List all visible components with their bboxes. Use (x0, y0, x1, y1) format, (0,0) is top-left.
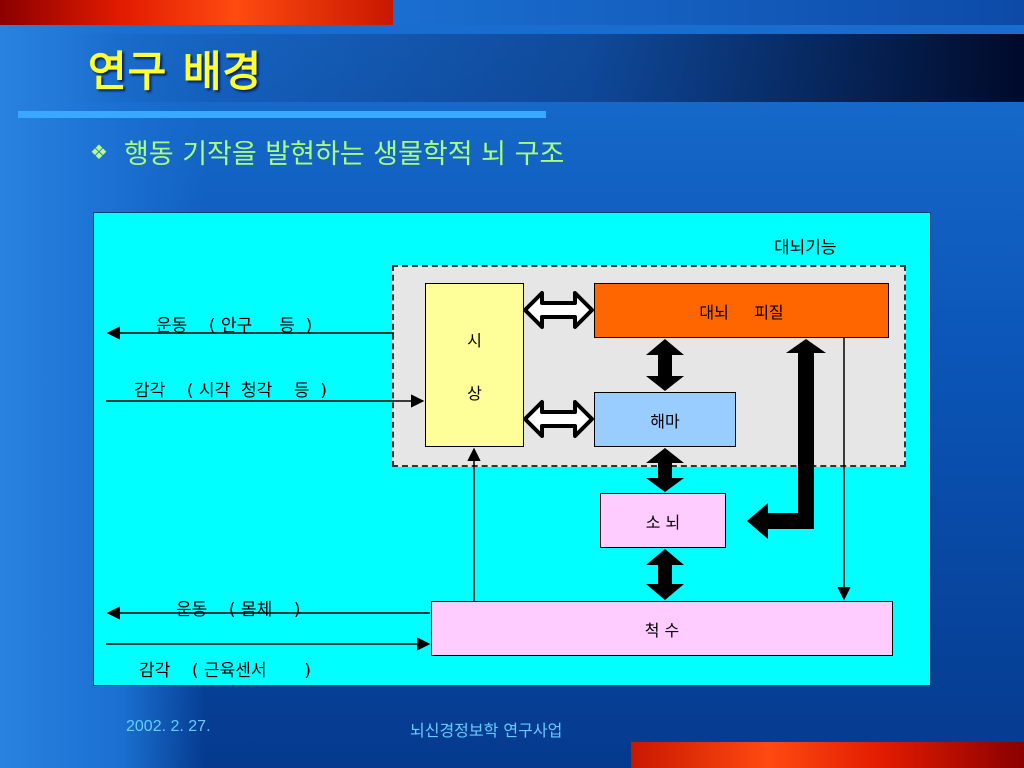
slide-subtitle: 행동 기작을 발현하는 생물학적 뇌 구조 (123, 139, 565, 170)
top-bar (393, 0, 1024, 25)
cerebral-cortex-label: 대뇌 피질 (699, 302, 784, 322)
motor-eye-label: 운동 ( 안구 등 ) (156, 316, 313, 336)
thalamus-hippocampus-double-arrow (523, 400, 594, 438)
hippocampus-box: 해마 (594, 392, 736, 447)
cerebellum-box: 소 뇌 (600, 493, 726, 548)
sense-visual-label: 감각 ( 시각 청각 등 ) (134, 381, 327, 401)
thalamus-label-2: 상 (467, 383, 482, 403)
thalamus-cortex-double-arrow (523, 291, 594, 329)
title-underline (18, 111, 546, 118)
sense-muscle-label: 감각 ( 근육센서 ) (139, 661, 311, 681)
subtitle-row: ❖ 행동 기작을 발현하는 생물학적 뇌 구조 (90, 132, 564, 171)
footer-organization: 뇌신경정보학 연구사업 (410, 721, 563, 740)
footer-date: 2002. 2. 27. (126, 718, 211, 735)
spinal-cord-box: 척 수 (431, 601, 893, 656)
cerebellum-spinal-double-arrow (646, 549, 684, 600)
hippocampus-label: 해마 (650, 411, 680, 431)
brain-structure-diagram: 대뇌기능 시 상 대뇌 피질 해마 소 뇌 척 수 운동 ( 안구 등 ) 감각… (93, 212, 931, 686)
motor-body-label: 운동 ( 몸체 ) (176, 600, 301, 620)
cortex-to-cerebellum-arrow (747, 339, 826, 539)
cortex-hippocampus-double-arrow (646, 339, 684, 391)
diamond-bullet-icon: ❖ (90, 139, 108, 164)
diagram-arrows (106, 291, 851, 651)
bottom-accent-bar (631, 742, 1024, 768)
cerebral-cortex-box: 대뇌 피질 (594, 283, 889, 338)
cerebellum-label: 소 뇌 (645, 512, 681, 532)
hippocampus-cerebellum-double-arrow (646, 448, 684, 492)
spinal-cord-label: 척 수 (644, 620, 680, 640)
title-band (60, 34, 1024, 102)
slide-title: 연구 배경 (88, 47, 263, 96)
top-accent-bar (0, 0, 393, 25)
thalamus-label-1: 시 (467, 330, 482, 350)
cerebral-function-label: 대뇌기능 (774, 238, 837, 258)
thalamus-box: 시 상 (425, 283, 524, 447)
